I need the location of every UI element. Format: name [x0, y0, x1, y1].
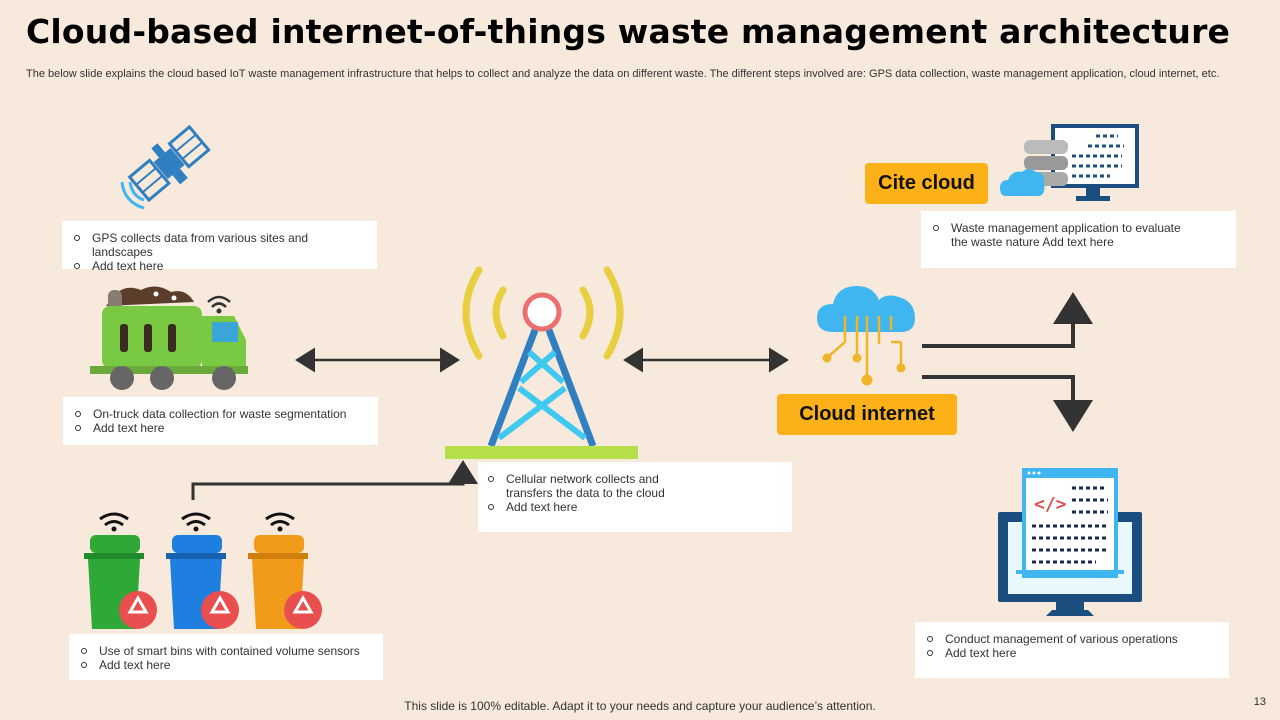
app-card: Waste management application to evaluate… — [921, 211, 1236, 268]
slide-footer: This slide is 100% editable. Adapt it to… — [0, 699, 1280, 713]
server-monitor-icon — [998, 122, 1143, 204]
tower-card: Cellular network collects and transfers … — [478, 462, 792, 532]
cloud-network-icon — [815, 280, 920, 390]
cloud-up-arrow — [922, 300, 1073, 346]
list-item: Add text here — [927, 646, 1217, 660]
svg-text:</>: </> — [1034, 494, 1067, 515]
list-item: Waste management application to evaluate… — [933, 221, 1191, 249]
list-item: Conduct management of various operations — [927, 632, 1217, 646]
list-item: Cellular network collects and transfers … — [488, 472, 686, 500]
bins-tower-arrow — [193, 466, 463, 500]
ops-card: Conduct management of various operations… — [915, 622, 1229, 678]
page-number: 13 — [1254, 696, 1266, 708]
cell-tower-icon — [445, 262, 641, 462]
code-monitor-icon: </> — [996, 468, 1144, 618]
cite-cloud-tag: Cite cloud — [865, 163, 988, 204]
list-item: Add text here — [488, 500, 780, 514]
cloud-internet-tag: Cloud internet — [777, 394, 957, 435]
